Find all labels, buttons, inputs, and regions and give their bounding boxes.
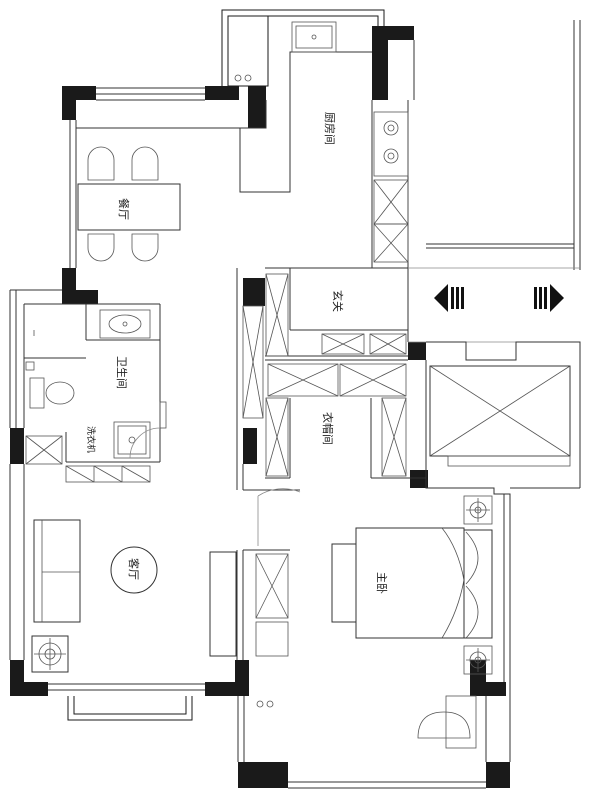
washbasin [99,309,151,339]
kitchen-fixtures [234,21,409,263]
arrow-left-icon [434,284,464,312]
door-swing [257,488,301,546]
living-cabinet-strip [65,465,151,483]
room-labels: 厨房间 餐厅 玄关 卫生间 衣帽间 洗衣机 客厅 主卧 [85,112,388,594]
cloakroom-wardrobes [265,363,407,477]
headboard [463,529,493,639]
sofa [33,519,81,623]
balcony-sink [417,711,471,739]
label-living: 客厅 [127,558,141,580]
coffee-table [110,546,158,594]
ac-unit-icon [31,635,69,673]
bathroom-fixtures [25,309,167,465]
laundry-machine [113,421,151,459]
label-entrance: 玄关 [331,290,345,312]
dining-table [77,183,181,231]
tv-cabinet [209,551,237,657]
bed-bench [331,543,357,623]
living-furniture [31,519,237,673]
bedside-lamp-icon [463,645,493,675]
arrow-right-icon [534,284,564,312]
label-laundry: 洗衣机 [85,426,97,453]
entrance-cabinets [242,273,407,419]
label-master-bedroom: 主卧 [375,572,388,594]
structural-walls [10,26,510,788]
kitchen-sink [291,21,337,53]
dining-set [77,146,181,262]
wall-outlines [9,9,581,789]
dining-chair [87,146,115,181]
balcony-fixtures [256,695,477,749]
bed [355,527,465,639]
drain-icon [234,74,242,82]
bedside-lamp-icon [463,495,493,525]
label-cloakroom: 衣帽间 [321,412,335,445]
entrance-arrows [434,284,564,312]
shaft-box [429,365,571,467]
stove [373,111,409,177]
label-bathroom: 卫生间 [115,356,129,389]
bedroom-furniture [255,495,493,675]
label-dining: 餐厅 [117,198,131,220]
label-kitchen: 厨房间 [323,112,336,145]
toilet [29,377,45,409]
